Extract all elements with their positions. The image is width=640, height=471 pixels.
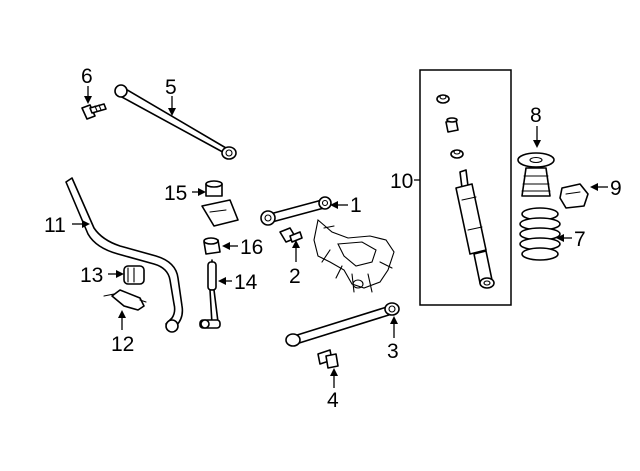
lateral-arm-part-3 <box>285 302 400 347</box>
upper-control-arm-part <box>114 84 237 160</box>
bushing-part-16 <box>203 237 221 255</box>
lateral-arm-part-1 <box>260 196 332 226</box>
spring-insulator-part <box>559 183 589 209</box>
callout-1: 1 <box>350 194 362 217</box>
callout-2: 2 <box>289 265 301 288</box>
callout-14: 14 <box>234 271 258 294</box>
bolt-part-2 <box>279 227 303 243</box>
callout-8: 8 <box>530 104 542 127</box>
stabilizer-link-part <box>199 259 221 329</box>
axle-housing <box>313 218 395 293</box>
bracket-part-12 <box>103 289 147 311</box>
callout-15: 15 <box>164 182 187 205</box>
bushing-part-15 <box>205 180 223 197</box>
callout-12: 12 <box>111 333 134 356</box>
callout-4: 4 <box>327 389 339 412</box>
callout-13: 13 <box>80 264 103 287</box>
callout-10: 10 <box>390 170 413 193</box>
leader-lines <box>72 86 608 388</box>
callout-16: 16 <box>240 236 263 259</box>
callout-9: 9 <box>610 177 622 200</box>
callout-5: 5 <box>165 76 177 99</box>
bump-stop-part <box>517 152 555 197</box>
shock-absorber-group <box>419 69 512 306</box>
callout-6: 6 <box>81 65 93 88</box>
stabilizer-bar-part <box>65 177 184 333</box>
coil-spring-part <box>519 207 561 261</box>
callout-3: 3 <box>387 340 399 363</box>
callout-numbers: 1 2 3 4 5 6 7 8 9 10 11 12 13 14 15 16 <box>44 65 622 412</box>
mount-bracket <box>201 199 239 227</box>
shock-absorber-box <box>419 69 512 306</box>
callout-7: 7 <box>574 228 586 251</box>
callout-11: 11 <box>44 214 66 237</box>
bolt-part-6 <box>81 103 107 120</box>
bolt-part-4 <box>317 349 339 369</box>
bushing-part-13 <box>123 265 145 285</box>
